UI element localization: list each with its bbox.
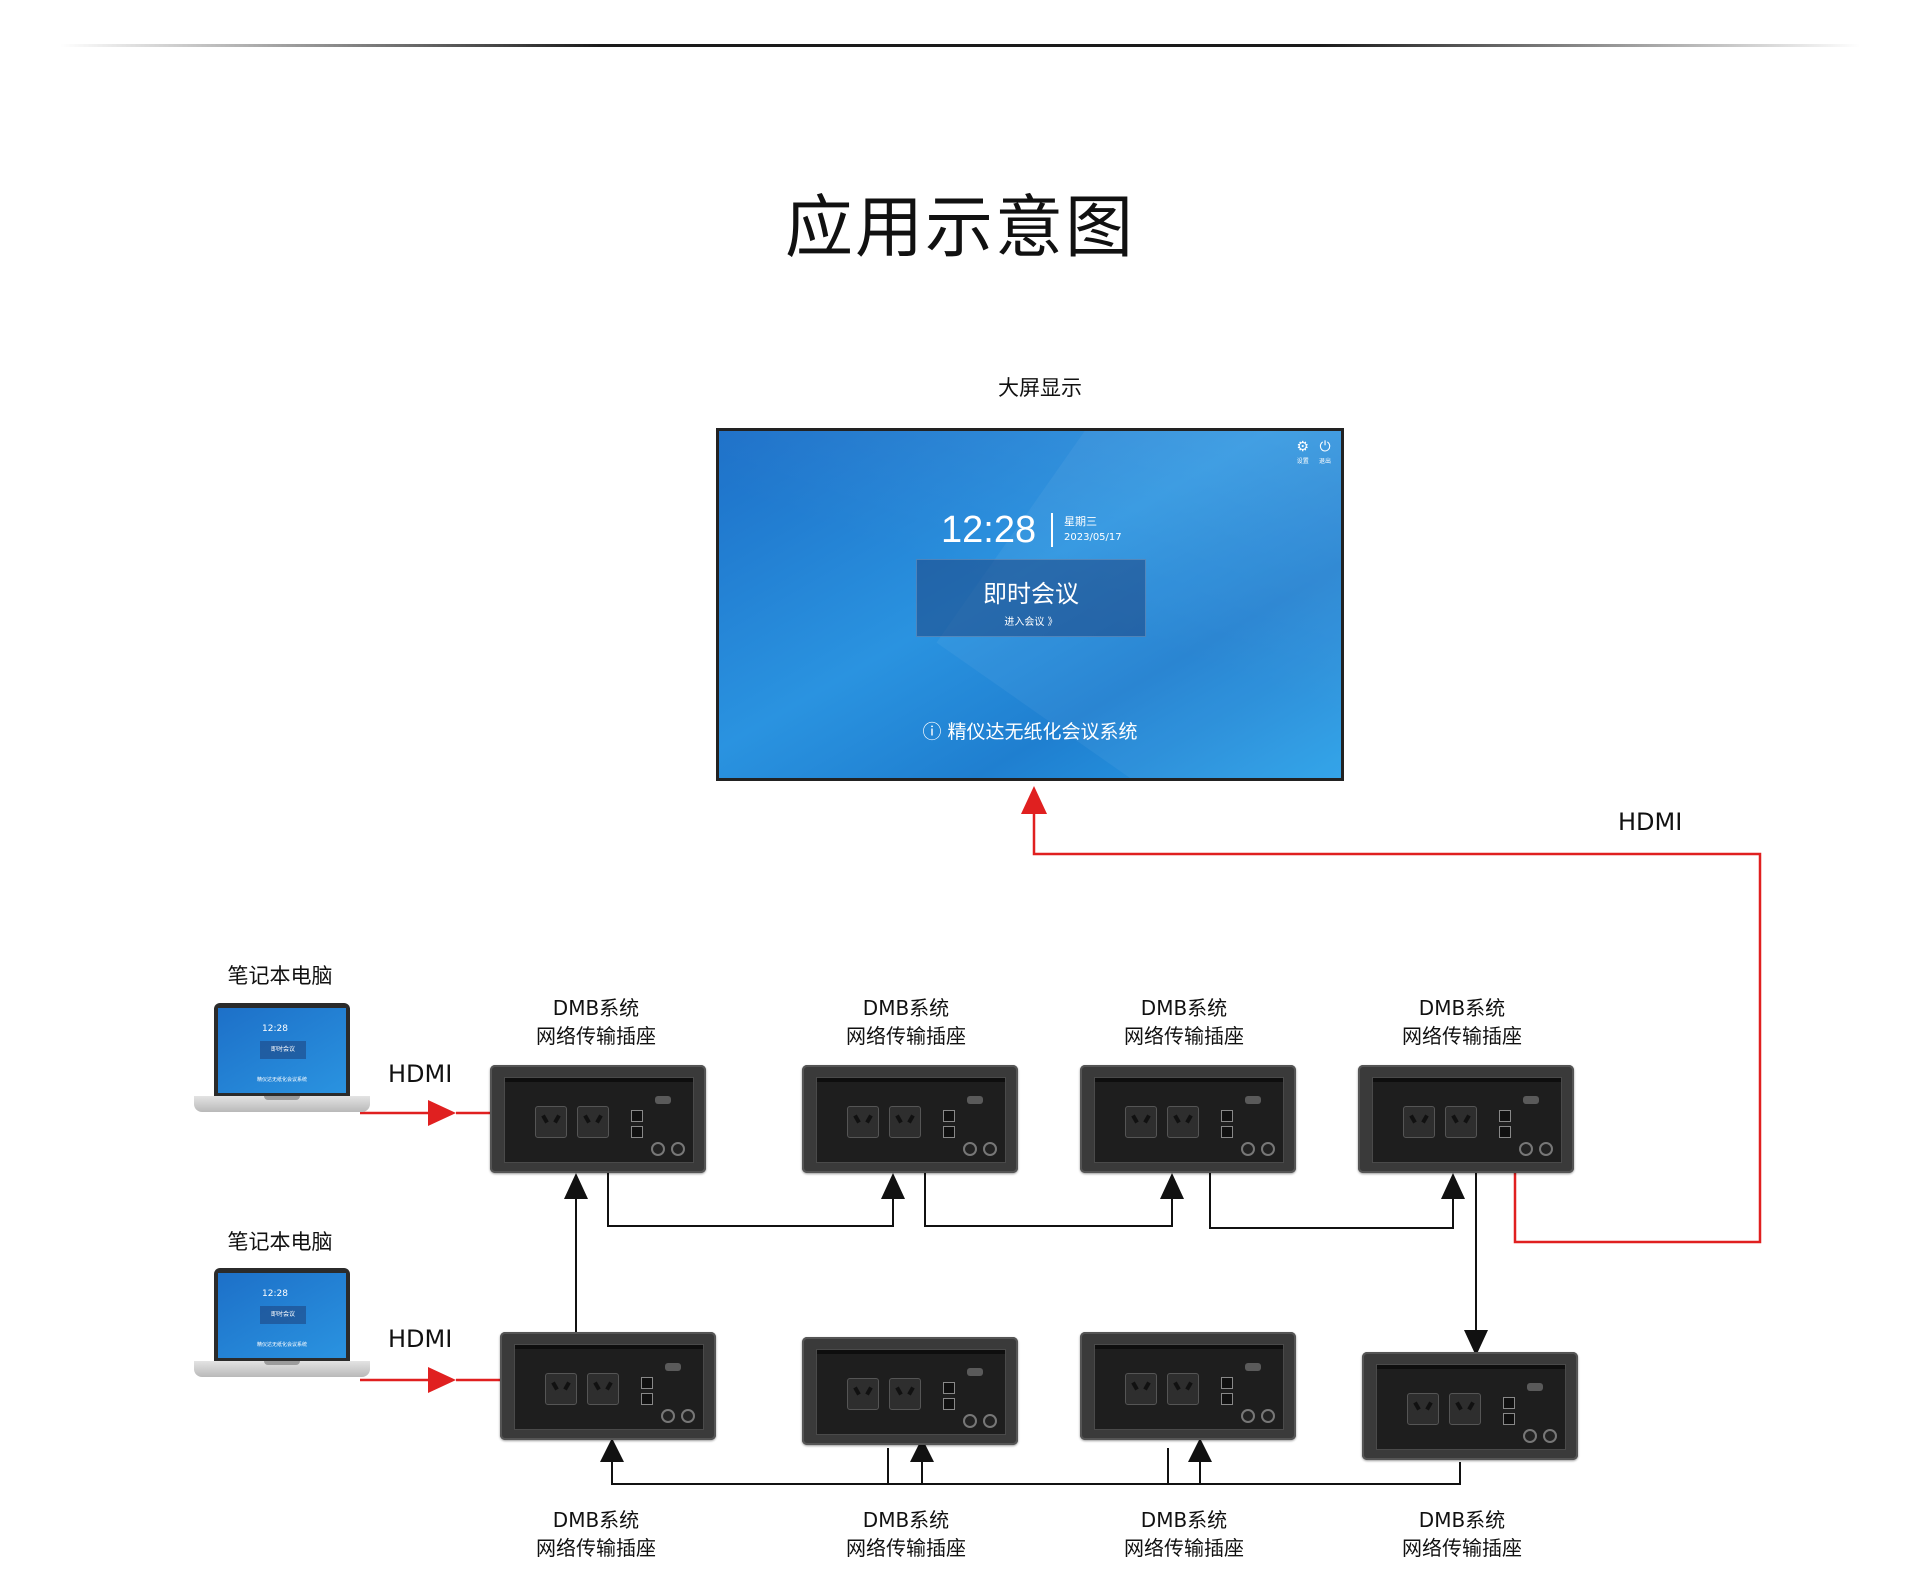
laptop-1: 12:28 即时会议 精仪达无纸化会议系统 (192, 1003, 372, 1133)
laptop-2: 12:28 即时会议 精仪达无纸化会议系统 (192, 1268, 372, 1398)
link-bottom-chain (611, 1458, 1461, 1485)
screen-date: 2023/05/17 (1064, 532, 1122, 543)
laptop-label-1: 笔记本电脑 (227, 964, 333, 988)
dmb-socket-top-1 (490, 1065, 706, 1173)
hdmi-arrow-laptop-2 (428, 1367, 456, 1393)
dmb-socket-bottom-4 (1362, 1352, 1578, 1460)
link-top-3-4 (1209, 1173, 1454, 1229)
laptop-time: 12:28 (262, 1289, 288, 1299)
laptop-footer: 精仪达无纸化会议系统 (256, 1077, 307, 1083)
hdmi-label-screen: HDMI (1618, 808, 1683, 836)
system-name: ⓘ 精仪达无纸化会议系统 (922, 721, 1138, 743)
dmb-socket-bottom-2 (802, 1337, 1018, 1445)
laptop-meeting-button: 即时会议 (260, 1041, 306, 1059)
gear-icon: ⚙设置 (1296, 439, 1309, 465)
socket-label-top-3: DMB系统网络传输插座 (1124, 996, 1244, 1048)
dmb-socket-bottom-1 (500, 1332, 716, 1440)
hdmi-label-laptop-1: HDMI (388, 1060, 453, 1088)
top-divider (60, 44, 1860, 47)
dmb-socket-top-2 (802, 1065, 1018, 1173)
socket-label-bottom-1: DMB系统网络传输插座 (536, 1508, 656, 1560)
socket-label-top-1: DMB系统网络传输插座 (536, 996, 656, 1048)
large-display: ⚙设置 ⏻退出 12:28 星期三 2023/05/17 即时会议 进入会议 》… (716, 428, 1344, 781)
socket-label-top-4: DMB系统网络传输插座 (1402, 996, 1522, 1048)
instant-meeting-title: 即时会议 (983, 580, 1079, 608)
link-top-2-3 (924, 1173, 1173, 1227)
dmb-socket-top-3 (1080, 1065, 1296, 1173)
power-icon: ⏻退出 (1318, 439, 1331, 465)
page-title: 应用示意图 (784, 189, 1135, 268)
socket-label-bottom-2: DMB系统网络传输插座 (846, 1508, 966, 1560)
hdmi-arrow-laptop-1 (428, 1100, 456, 1126)
settings-label: 设置 (1296, 458, 1309, 465)
dmb-socket-bottom-3 (1080, 1332, 1296, 1440)
enter-meeting-label: 进入会议 》 (1004, 617, 1058, 628)
dmb-socket-top-4 (1358, 1065, 1574, 1173)
hdmi-line-to-screen (1032, 812, 1762, 1244)
laptop-footer: 精仪达无纸化会议系统 (256, 1342, 307, 1348)
link-top-1-2 (607, 1173, 894, 1227)
time-separator (1051, 513, 1053, 547)
laptop-meeting-button: 即时会议 (260, 1306, 306, 1324)
laptop-label-2: 笔记本电脑 (227, 1230, 333, 1254)
hdmi-label-laptop-2: HDMI (388, 1325, 453, 1353)
screen-time: 12:28 (941, 509, 1037, 551)
hdmi-arrow-screen (1021, 786, 1047, 814)
screen-weekday: 星期三 (1064, 515, 1097, 528)
socket-label-bottom-4: DMB系统网络传输插座 (1402, 1508, 1522, 1560)
instant-meeting-button[interactable]: 即时会议 进入会议 》 (916, 559, 1146, 637)
exit-label: 退出 (1318, 458, 1331, 465)
socket-label-top-2: DMB系统网络传输插座 (846, 996, 966, 1048)
socket-label-bottom-3: DMB系统网络传输插座 (1124, 1508, 1244, 1560)
laptop-time: 12:28 (262, 1024, 288, 1034)
screen-label: 大屏显示 (998, 376, 1082, 400)
